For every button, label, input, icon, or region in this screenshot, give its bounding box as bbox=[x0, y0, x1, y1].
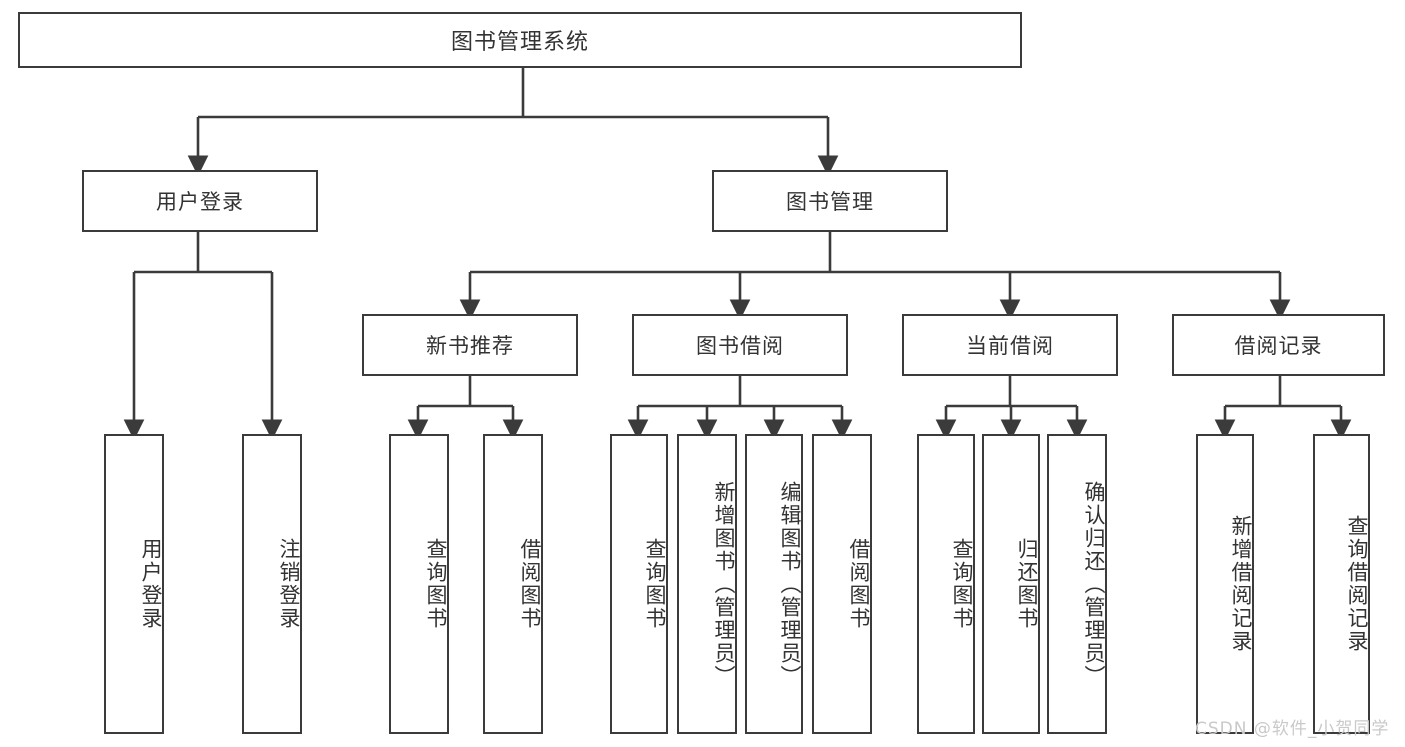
node-borrow-record[interactable]: 借阅记录 bbox=[1172, 314, 1385, 376]
node-user-login[interactable]: 用户登录 bbox=[82, 170, 318, 232]
node-current-borrow-label: 当前借阅 bbox=[966, 334, 1054, 358]
node-leaf-bb-query-label: 查询图书 bbox=[643, 538, 667, 630]
node-leaf-cb-query-label: 查询图书 bbox=[950, 538, 974, 630]
node-new-book-rec-label: 新书推荐 bbox=[426, 334, 514, 358]
node-leaf-user-login[interactable]: 用户登录 bbox=[104, 434, 164, 734]
node-leaf-br-query-label: 查询借阅记录 bbox=[1345, 515, 1369, 653]
node-leaf-user-login-label: 用户登录 bbox=[139, 538, 163, 630]
node-leaf-bb-edit-label: 编辑图书（管理员） bbox=[778, 480, 802, 688]
node-borrow-record-label: 借阅记录 bbox=[1234, 334, 1323, 358]
node-leaf-rec-borrow-label: 借阅图书 bbox=[518, 538, 542, 630]
node-leaf-cb-return-label: 归还图书 bbox=[1015, 538, 1039, 630]
node-root[interactable]: 图书管理系统 bbox=[18, 12, 1022, 68]
node-leaf-cb-confirm-label: 确认归还（管理员） bbox=[1082, 480, 1106, 688]
node-new-book-rec[interactable]: 新书推荐 bbox=[362, 314, 578, 376]
node-leaf-rec-borrow[interactable]: 借阅图书 bbox=[483, 434, 543, 734]
node-book-borrow[interactable]: 图书借阅 bbox=[632, 314, 848, 376]
node-leaf-br-add-label: 新增借阅记录 bbox=[1229, 515, 1253, 653]
node-current-borrow[interactable]: 当前借阅 bbox=[902, 314, 1118, 376]
node-leaf-bb-add-label: 新增图书（管理员） bbox=[712, 480, 736, 688]
node-leaf-cb-confirm[interactable]: 确认归还（管理员） bbox=[1047, 434, 1107, 734]
csdn-watermark: CSDN @软件_小贺同学 bbox=[1195, 719, 1390, 739]
node-leaf-bb-edit[interactable]: 编辑图书（管理员） bbox=[745, 434, 803, 734]
node-root-label: 图书管理系统 bbox=[450, 30, 589, 55]
node-leaf-user-logout[interactable]: 注销登录 bbox=[242, 434, 302, 734]
node-leaf-user-logout-label: 注销登录 bbox=[277, 538, 301, 630]
node-leaf-cb-return[interactable]: 归还图书 bbox=[982, 434, 1040, 734]
node-leaf-rec-query-label: 查询图书 bbox=[424, 538, 448, 630]
node-book-manage-label: 图书管理 bbox=[786, 190, 874, 214]
node-leaf-bb-borrow-label: 借阅图书 bbox=[847, 538, 871, 630]
node-leaf-br-add[interactable]: 新增借阅记录 bbox=[1196, 434, 1254, 734]
node-leaf-cb-query[interactable]: 查询图书 bbox=[917, 434, 975, 734]
node-leaf-bb-borrow[interactable]: 借阅图书 bbox=[812, 434, 872, 734]
node-leaf-rec-query[interactable]: 查询图书 bbox=[389, 434, 449, 734]
node-book-manage[interactable]: 图书管理 bbox=[712, 170, 948, 232]
node-leaf-br-query[interactable]: 查询借阅记录 bbox=[1313, 434, 1370, 734]
node-leaf-bb-query[interactable]: 查询图书 bbox=[610, 434, 668, 734]
node-leaf-bb-add[interactable]: 新增图书（管理员） bbox=[677, 434, 737, 734]
node-book-borrow-label: 图书借阅 bbox=[696, 334, 784, 358]
node-user-login-label: 用户登录 bbox=[156, 190, 244, 214]
